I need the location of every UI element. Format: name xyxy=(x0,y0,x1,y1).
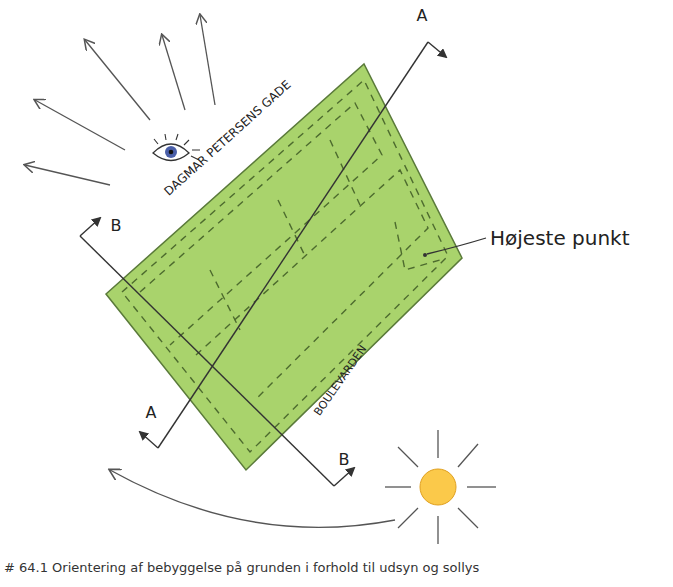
section-letter: B xyxy=(339,452,350,468)
section-line-a xyxy=(140,42,446,448)
view-arrows xyxy=(25,15,215,185)
site-plot xyxy=(106,64,462,470)
section-letter: A xyxy=(146,405,157,421)
figure-caption: # 64.1 Orientering af bebyggelse på grun… xyxy=(4,561,479,574)
highest-point-label: Højeste punkt xyxy=(490,228,630,248)
sun-symbol xyxy=(385,430,496,544)
sun-path-arrow xyxy=(110,470,395,527)
eye-icon xyxy=(153,134,200,161)
dashed-contours xyxy=(122,80,448,452)
section-line-b xyxy=(80,218,354,486)
section-letter: B xyxy=(111,218,122,234)
section-letter: A xyxy=(417,8,428,24)
highest-point-leader xyxy=(423,238,486,257)
